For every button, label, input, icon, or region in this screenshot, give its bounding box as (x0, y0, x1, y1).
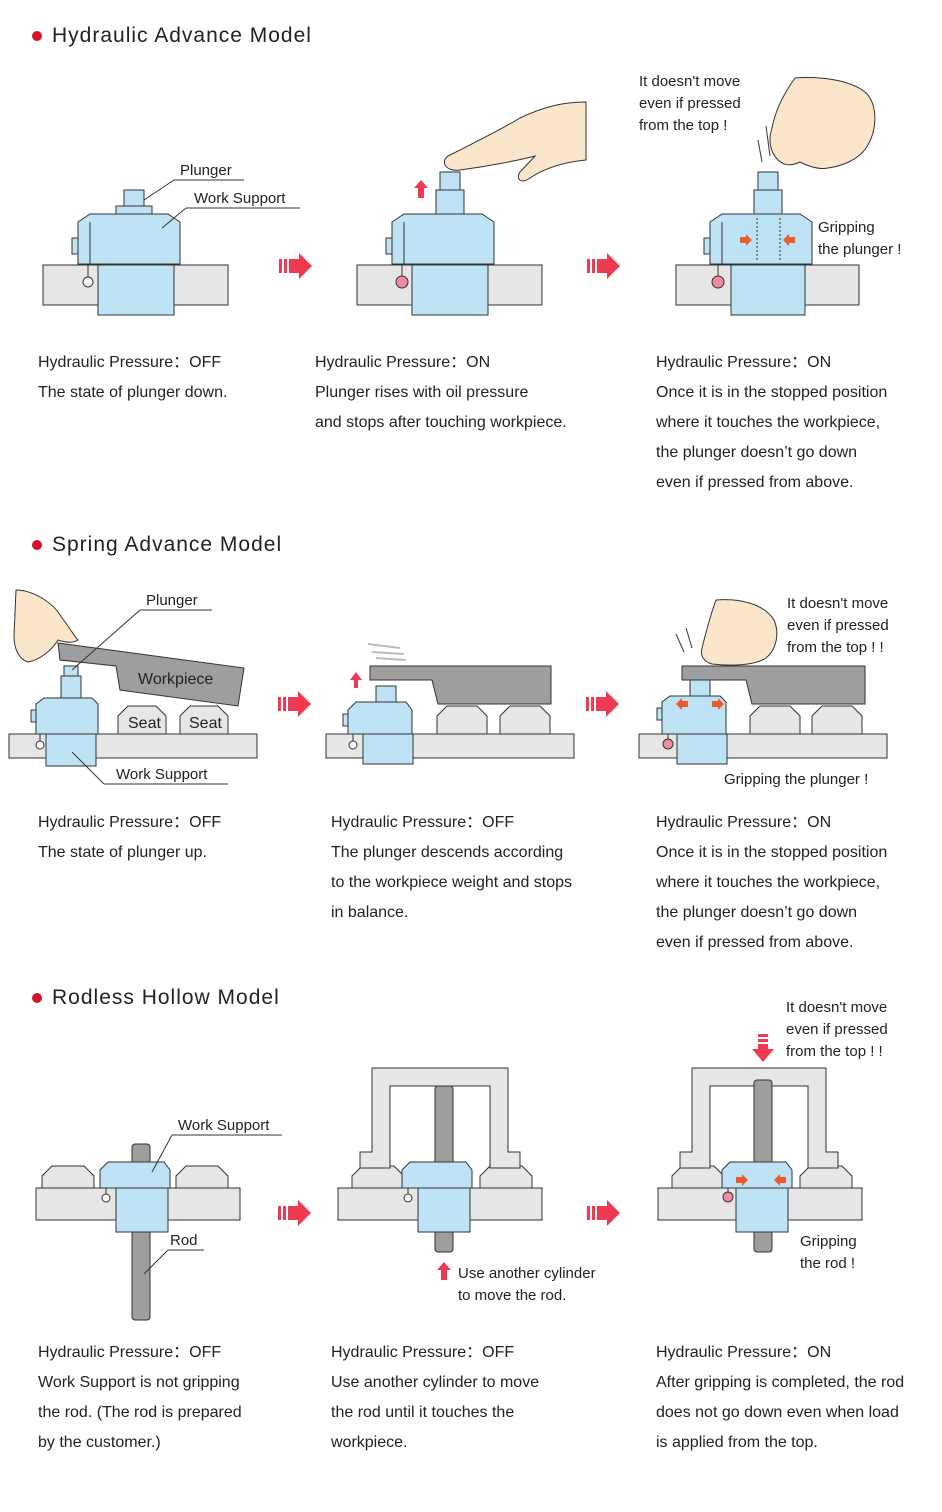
plunger-label-text: Plunger (146, 592, 198, 609)
step-description: Hydraulic Pressure：ON After gripping is … (656, 1338, 940, 1458)
callout-cylinder: Use another cylinder to move the rod. (458, 1265, 600, 1304)
description-line: Once it is in the stopped position (656, 844, 888, 861)
description-line: where it touches the workpiece, (656, 414, 881, 431)
callout-gripping-1: Gripping the plunger ! (818, 219, 901, 258)
description-line: even if pressed from above. (656, 934, 854, 951)
callout-no-move-2: It doesn't move even if pressed from the… (787, 595, 893, 656)
rod-label: Rod (143, 1232, 204, 1275)
pressure-status: Hydraulic Pressure：OFF (38, 354, 222, 371)
pressure-status: Hydraulic Pressure：OFF (38, 814, 222, 831)
step-description: Hydraulic Pressure：ON Plunger rises with… (315, 348, 615, 438)
description-line: Work Support is not gripping (38, 1374, 240, 1391)
step-description: Hydraulic Pressure：OFF The state of plun… (38, 348, 298, 408)
next-step-arrow-icon (279, 253, 312, 279)
description-line: the rod. (The rod is prepared (38, 1404, 242, 1421)
description-line: is applied from the top. (656, 1434, 818, 1451)
description-line: where it touches the workpiece, (656, 874, 881, 891)
plunger-label: Plunger (143, 162, 244, 201)
description-line: even if pressed from above. (656, 474, 854, 491)
hydraulic-step3-figure (675, 171, 860, 316)
description-line: the plunger doesn’t go down (656, 904, 858, 921)
next-step-arrow-icon (587, 1200, 620, 1226)
spring-step3-figure (638, 599, 888, 765)
work-support-label-2: Work Support (71, 751, 228, 785)
callout-no-move-1: It doesn't move even if pressed from the… (639, 73, 745, 134)
up-arrow-icon (437, 1262, 451, 1280)
workpiece-label: Workpiece (138, 671, 213, 688)
step-description: Hydraulic Pressure：OFF The state of plun… (38, 808, 298, 868)
section-title-text: Hydraulic Advance Model (52, 24, 312, 47)
step-description: Hydraulic Pressure：OFF Use another cylin… (331, 1338, 621, 1458)
section-title-rodless: Rodless Hollow Model (32, 986, 280, 1010)
description-line: in balance. (331, 904, 409, 921)
callout-gripping-2: Gripping the plunger ! (724, 771, 868, 788)
bullet-icon (32, 31, 42, 41)
section-title-text: Rodless Hollow Model (52, 986, 280, 1009)
spring-step1-figure (8, 589, 258, 767)
description-line: workpiece. (331, 1434, 408, 1451)
rodless-step1-figure (35, 1143, 241, 1321)
next-step-arrow-icon (587, 253, 620, 279)
description-line: Use another cylinder to move (331, 1374, 540, 1391)
callout-no-move-3: It doesn't move even if pressed from the… (786, 999, 892, 1060)
pressure-status: Hydraulic Pressure：ON (656, 1344, 832, 1361)
down-arrow-icon (752, 1049, 774, 1062)
hydraulic-step2-figure (356, 171, 543, 316)
plunger-label-2: Plunger (71, 592, 212, 671)
work-support-label-3: Work Support (151, 1117, 282, 1173)
section-title-spring: Spring Advance Model (32, 533, 282, 557)
plunger-label-text: Plunger (180, 162, 232, 179)
step-description: Hydraulic Pressure：ON Once it is in the … (656, 808, 938, 958)
seat-label-2: Seat (189, 715, 222, 732)
rod-label-text: Rod (170, 1232, 198, 1249)
pressure-status: Hydraulic Pressure：OFF (331, 1344, 515, 1361)
description-line: Once it is in the stopped position (656, 384, 888, 401)
pressure-status: Hydraulic Pressure：ON (656, 354, 832, 371)
next-step-arrow-icon (278, 691, 311, 717)
rodless-step2-figure (337, 1067, 543, 1280)
description-line: The state of plunger up. (38, 844, 207, 861)
step-description: Hydraulic Pressure：OFF The plunger desce… (331, 808, 631, 928)
pressure-status: Hydraulic Pressure：ON (656, 814, 832, 831)
work-support-label: Work Support (161, 190, 300, 229)
description-line: The plunger descends according (331, 844, 564, 861)
work-support-label-text: Work Support (194, 190, 286, 207)
description-line: the plunger doesn’t go down (656, 444, 858, 461)
description-line: and stops after touching workpiece. (315, 414, 567, 431)
description-line: the rod until it touches the (331, 1404, 515, 1421)
description-line: Plunger rises with oil pressure (315, 384, 529, 401)
work-support-label-text: Work Support (116, 766, 208, 783)
step-description: Hydraulic Pressure：OFF Work Support is n… (38, 1338, 308, 1458)
section-title-text: Spring Advance Model (52, 533, 283, 556)
hand-pressing-down-icon (757, 77, 876, 169)
next-step-arrow-icon (278, 1200, 311, 1226)
rodless-step3-figure (657, 1034, 863, 1253)
bullet-icon (32, 993, 42, 1003)
next-step-arrow-icon (586, 691, 619, 717)
section-title-hydraulic: Hydraulic Advance Model (32, 24, 312, 48)
pressure-status: Hydraulic Pressure：OFF (38, 1344, 222, 1361)
description-line: The state of plunger down. (38, 384, 228, 401)
pressure-status: Hydraulic Pressure：OFF (331, 814, 515, 831)
description-line: by the customer.) (38, 1434, 161, 1451)
hand-pressing-icon (444, 101, 587, 182)
hydraulic-step1-figure (42, 189, 229, 316)
pressure-status: Hydraulic Pressure：ON (315, 354, 491, 371)
description-line: does not go down even when load (656, 1404, 899, 1421)
description-line: to the workpiece weight and stops (331, 874, 573, 891)
spring-step2-figure (325, 643, 575, 765)
step-description: Hydraulic Pressure：ON Once it is in the … (656, 348, 938, 498)
up-arrow-icon (414, 180, 428, 198)
seat-label-1: Seat (128, 715, 161, 732)
work-support-label-text: Work Support (178, 1117, 270, 1134)
bullet-icon (32, 540, 42, 550)
description-line: After gripping is completed, the rod (656, 1374, 905, 1391)
callout-gripping-3: Gripping the rod ! (800, 1233, 861, 1272)
